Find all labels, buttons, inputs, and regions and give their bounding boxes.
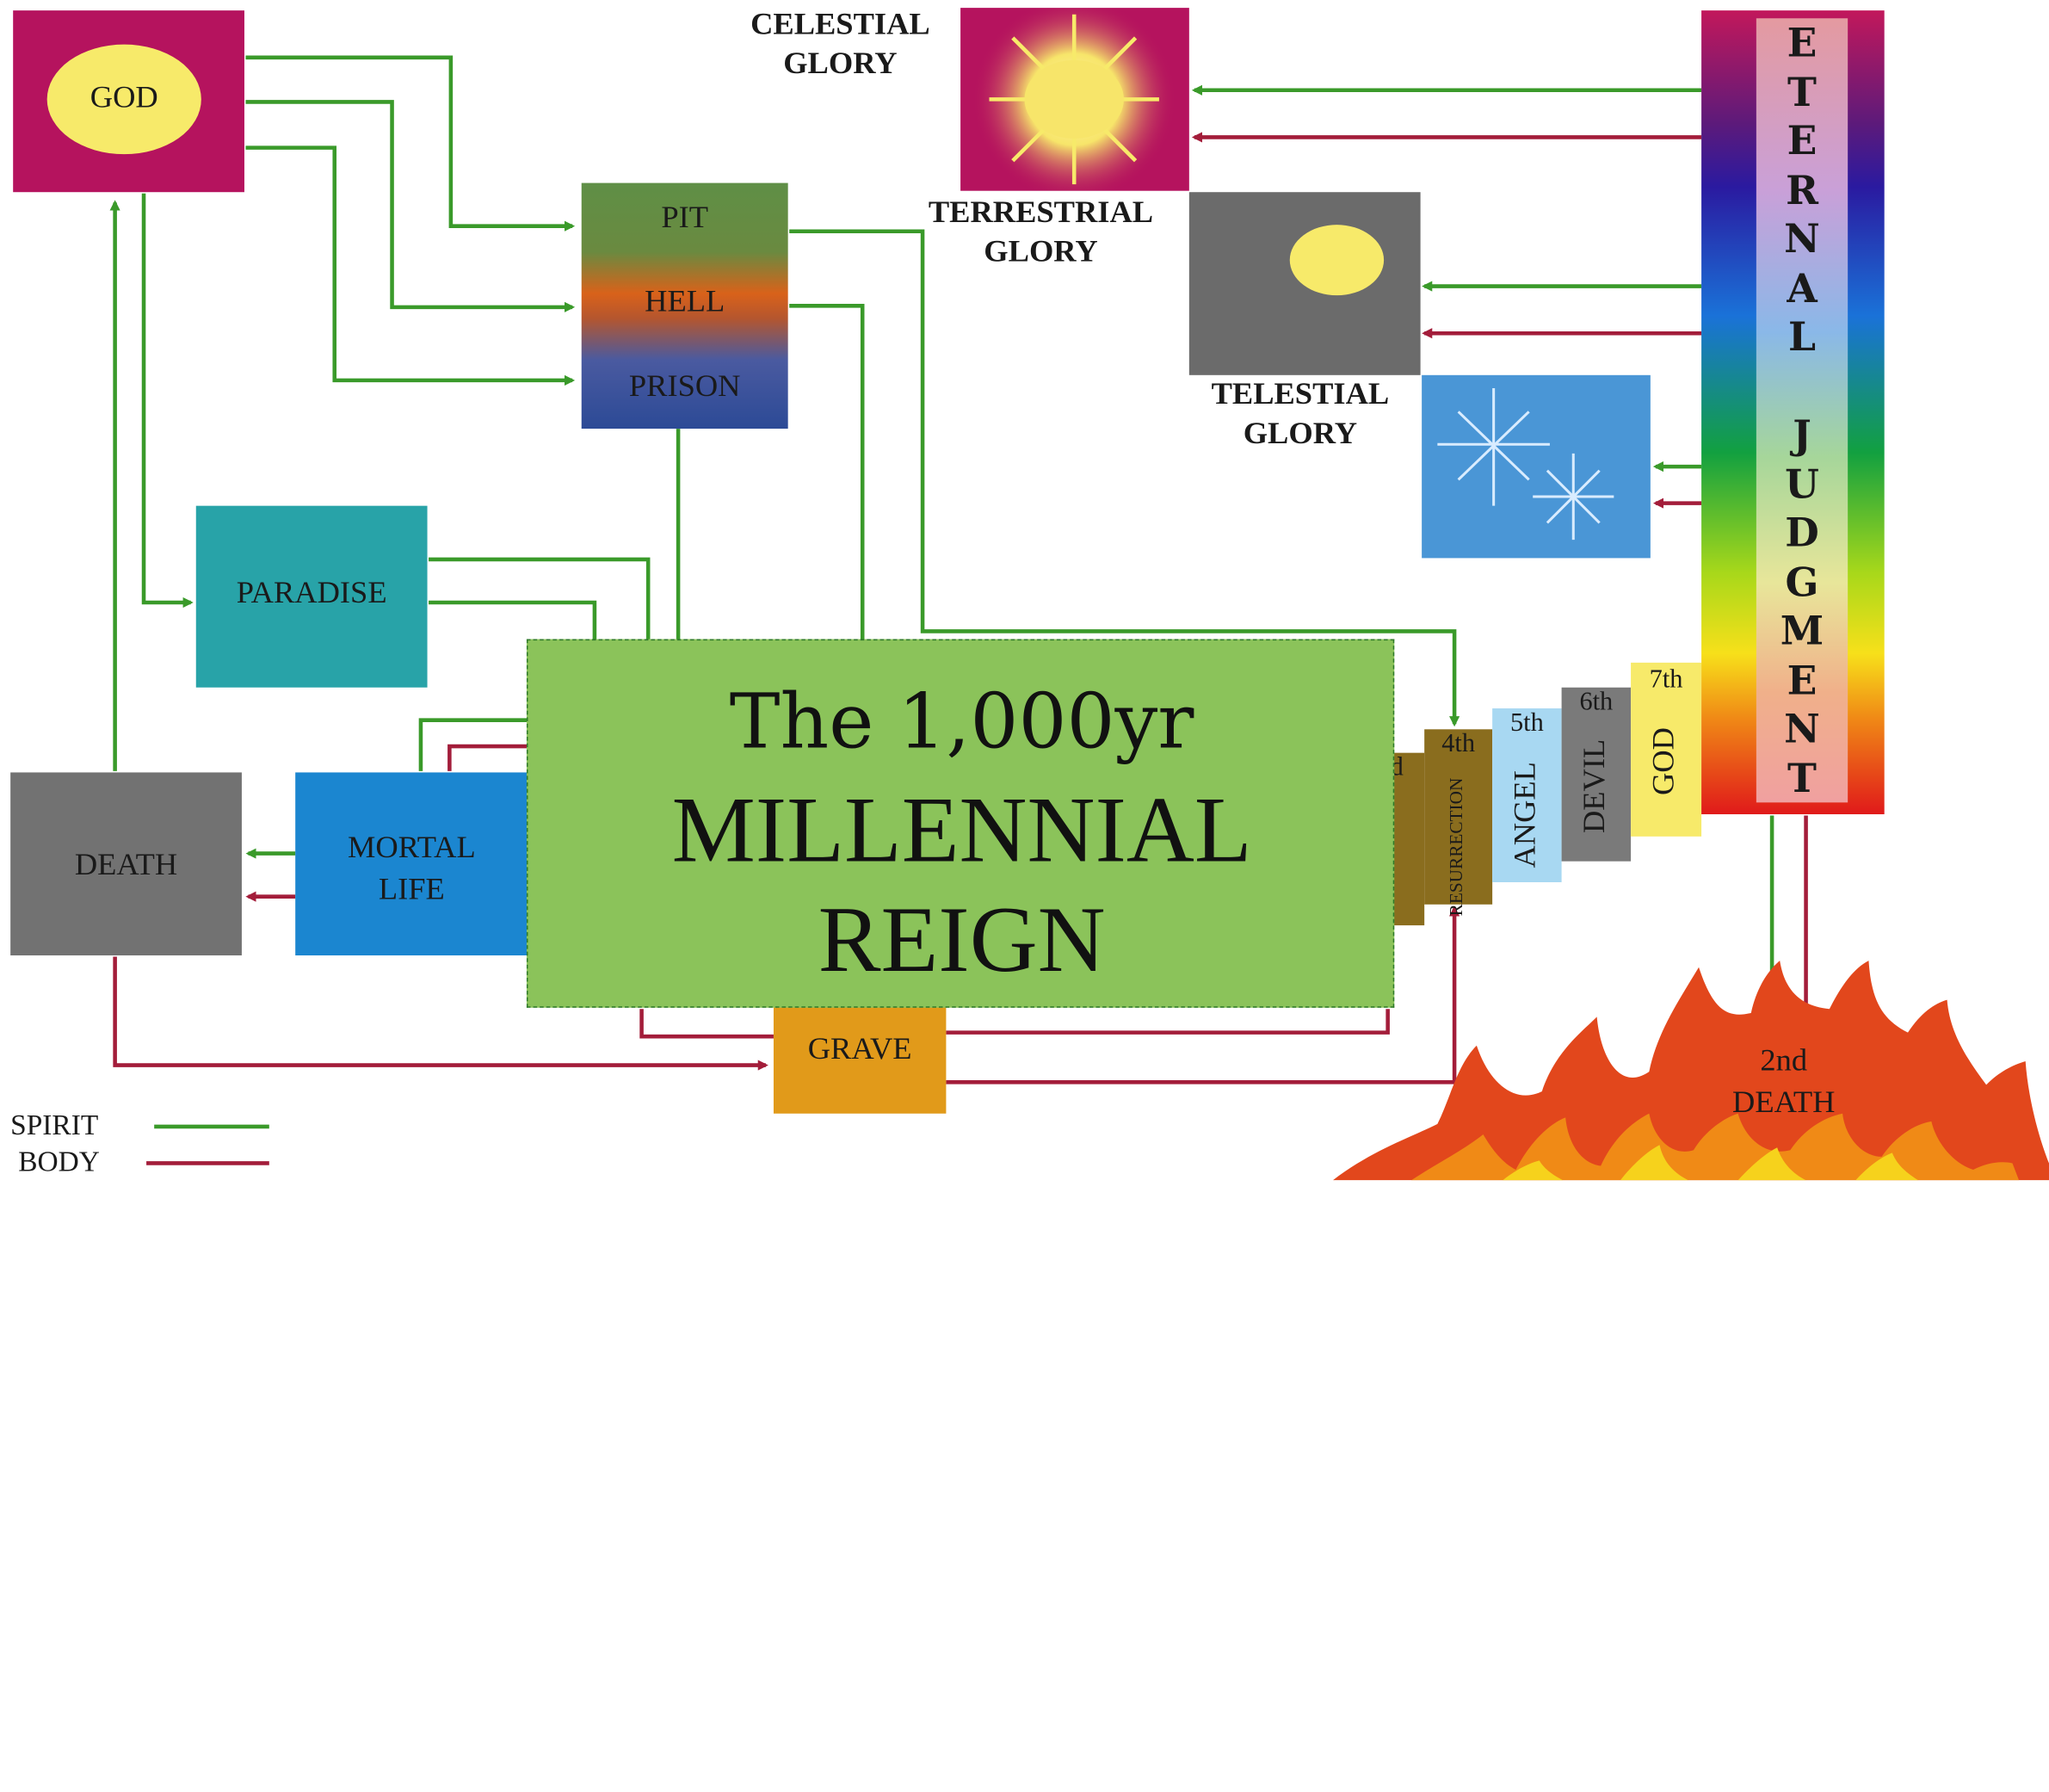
celestial-glory-label: CELESTIAL GLORY [716, 5, 965, 83]
overlay-line1-a: The [730, 677, 898, 766]
moon-icon [1290, 225, 1384, 295]
arrow-god-to-hell [245, 102, 572, 306]
stage-5th-num: 5th [1492, 708, 1561, 738]
stars-icon [1422, 375, 1651, 559]
judgment-letter: E [1756, 21, 1848, 66]
paradise-label: PARADISE [196, 577, 428, 612]
terrestrial-glory-node [1189, 192, 1421, 375]
telestial-glory-node [1422, 375, 1651, 559]
line-paradise-right-b [429, 602, 595, 640]
stage-7th-label: GOD [1647, 683, 1682, 839]
stage-5th-label: ANGEL [1509, 737, 1544, 893]
line-mortal-body [449, 746, 528, 771]
millennial-reign-overlay: The 1,000yr MILLENNIAL REIGN [527, 640, 1394, 1008]
god-label: GOD [47, 81, 201, 116]
arrow-god-to-pit [245, 58, 572, 226]
judgment-letter: N [1756, 708, 1848, 753]
line-paradise-right-a [429, 559, 648, 640]
overlay-line2: MILLENNIAL [528, 776, 1395, 885]
judgment-letter: E [1756, 119, 1848, 164]
judgment-letter: E [1756, 658, 1848, 704]
judgment-letter: M [1756, 609, 1848, 655]
second-death-label: 2nd DEATH [1699, 1041, 1868, 1124]
stage-4th-num: 4th [1424, 729, 1492, 759]
arrow-god-to-paradise [144, 194, 191, 602]
judgment-letter: J [1756, 413, 1848, 459]
stage-4th: 4th RESURRECTION [1424, 729, 1492, 904]
overlay-line1-b: 1,000yr [898, 677, 1194, 766]
stage-7th: 7th GOD [1631, 663, 1701, 837]
mortal-life-node: MORTAL LIFE [295, 772, 528, 955]
judgment-letter: A [1756, 266, 1848, 312]
legend-body-label: BODY [18, 1145, 100, 1178]
mortal-life-label: MORTAL LIFE [295, 827, 528, 911]
death-label: DEATH [10, 849, 242, 884]
god-node: GOD [13, 10, 244, 192]
celestial-glory-node [960, 8, 1189, 191]
line-hell-down [789, 306, 862, 640]
hell-label: HELL [582, 285, 788, 320]
prison-label: PRISON [582, 370, 788, 405]
judgment-letter: T [1756, 756, 1848, 801]
judgment-letter: D [1756, 511, 1848, 557]
arrow-god-to-prison [245, 148, 572, 380]
line-left-to-grave [642, 1009, 774, 1036]
grave-label: GRAVE [774, 1033, 946, 1068]
judgment-letter: T [1756, 70, 1848, 115]
judgment-letter: N [1756, 217, 1848, 263]
grave-node: GRAVE [774, 993, 946, 1114]
legend-spirit-label: SPIRIT [10, 1109, 98, 1142]
pit-label: PIT [582, 201, 788, 237]
line-grave-right [946, 1009, 1387, 1032]
judgment-letter: G [1756, 560, 1848, 606]
judgment-letter: R [1756, 168, 1848, 213]
flames-graphic [1333, 961, 2049, 1180]
overlay-line3: REIGN [528, 887, 1395, 995]
judgment-letter: U [1756, 462, 1848, 508]
paradise-node: PARADISE [196, 506, 428, 688]
pit-hell-prison-node: PIT HELL PRISON [582, 183, 788, 429]
stage-4th-label: RESURRECTION [1447, 769, 1468, 925]
judgment-letter: L [1756, 315, 1848, 361]
sun-icon [960, 8, 1189, 191]
stage-6th-label: DEVIL [1578, 708, 1614, 864]
terrestrial-glory-label: TERRESTRIAL GLORY [894, 194, 1188, 272]
stage-5th: 5th ANGEL [1492, 708, 1561, 882]
stage-6th: 6th DEVIL [1562, 688, 1631, 862]
death-node: DEATH [10, 772, 242, 955]
telestial-glory-label: TELESTIAL GLORY [1176, 375, 1425, 454]
